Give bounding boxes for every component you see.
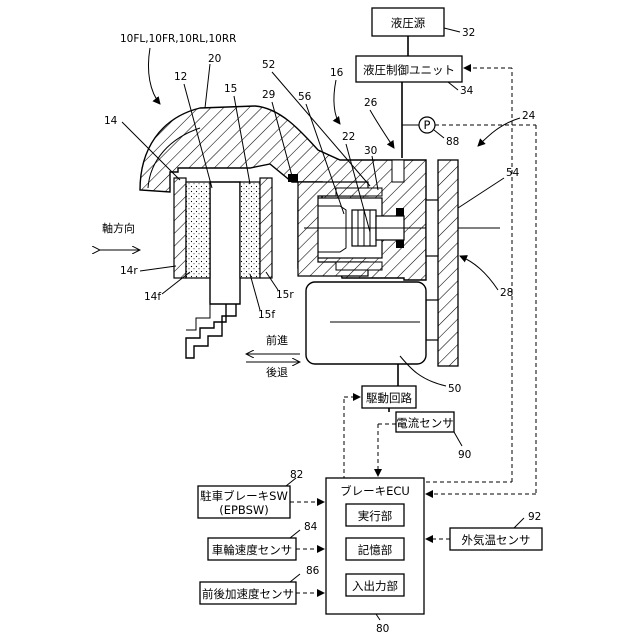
ref-50: 50 xyxy=(448,383,461,395)
ref-28: 28 xyxy=(500,287,513,299)
parking-brake-switch-label: 駐車ブレーキSW xyxy=(200,489,288,503)
ref-54: 54 xyxy=(506,167,520,179)
parking-brake-switch-sublabel: (EPBSW) xyxy=(219,503,269,517)
ref-92: 92 xyxy=(528,511,541,523)
axial-direction-label: 軸方向 xyxy=(102,221,135,235)
ref-12: 12 xyxy=(174,71,187,83)
ref-30: 30 xyxy=(364,145,377,157)
ref-86: 86 xyxy=(306,565,320,577)
ref-15: 15 xyxy=(224,83,237,95)
ref-26: 26 xyxy=(364,97,378,109)
current-sensor-label: 電流センサ xyxy=(396,416,454,430)
outer-pad-lining xyxy=(186,182,210,278)
ref-14: 14 xyxy=(104,115,118,127)
backward-label: 後退 xyxy=(266,365,288,379)
pressure-sensor-label: P xyxy=(424,118,431,132)
wheel-speed-sensor-label: 車輪速度センサ xyxy=(212,543,293,557)
ref-wheels: 10FL,10FR,10RL,10RR xyxy=(120,33,236,45)
ref-34: 34 xyxy=(460,85,474,97)
ref-24: 24 xyxy=(522,110,536,122)
ref-52: 52 xyxy=(262,59,275,71)
execution-unit-label: 実行部 xyxy=(358,509,393,523)
ref-29: 29 xyxy=(262,89,275,101)
inner-pad-lining xyxy=(240,182,260,278)
outer-pad-backplate xyxy=(174,178,186,278)
brake-ecu-label: ブレーキECU xyxy=(340,484,410,498)
outside-temp-sensor-label: 外気温センサ xyxy=(462,533,531,547)
ref-14f: 14f xyxy=(144,291,161,303)
storage-unit-label: 記憶部 xyxy=(358,543,393,557)
ref-88: 88 xyxy=(446,136,459,148)
ref-90: 90 xyxy=(458,449,471,461)
inner-pad-backplate xyxy=(260,178,272,278)
io-unit-label: 入出力部 xyxy=(352,579,398,593)
ref-22: 22 xyxy=(342,131,355,143)
hydraulic-control-unit-label: 液圧制御ユニット xyxy=(363,63,455,77)
forward-label: 前進 xyxy=(266,333,288,347)
ref-16: 16 xyxy=(330,67,344,79)
ref-15f: 15f xyxy=(258,309,275,321)
ref-84: 84 xyxy=(304,521,318,533)
gear-housing xyxy=(438,160,458,366)
ref-82: 82 xyxy=(290,469,303,481)
longitudinal-accel-sensor-label: 前後加速度センサ xyxy=(202,587,294,601)
ref-20: 20 xyxy=(208,53,221,65)
motor xyxy=(306,282,426,364)
ref-15r: 15r xyxy=(276,289,294,301)
ref-56: 56 xyxy=(298,91,312,103)
drive-circuit-label: 駆動回路 xyxy=(366,391,412,405)
hydraulic-source-label: 液圧源 xyxy=(391,16,426,30)
ref-14r: 14r xyxy=(120,265,138,277)
ref-32: 32 xyxy=(462,27,475,39)
ref-80: 80 xyxy=(376,623,389,635)
